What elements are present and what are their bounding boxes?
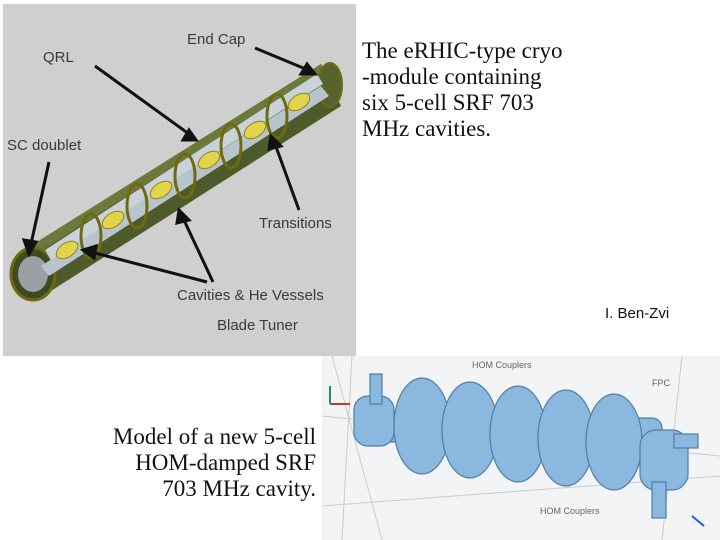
bottom-caption-line: HOM-damped SRF (135, 450, 316, 475)
he-vessel-rings (79, 92, 289, 260)
cavity-cells (55, 92, 311, 260)
callout-arrows (21, 46, 319, 284)
label-blade-tuner: Blade Tuner (217, 317, 298, 334)
cryomodule-figure: End Cap QRL SC doublet Transitions Cavit… (3, 4, 356, 356)
axis-triad (329, 386, 705, 527)
cryomodule-drawing: End Cap QRL SC doublet Transitions Cavit… (7, 31, 343, 334)
label-cavities: Cavities & He Vessels (177, 287, 324, 304)
bottom-caption: Model of a new 5-cell HOM-damped SRF 703… (16, 424, 316, 502)
label-fpc: FPC (652, 378, 671, 388)
cavity-drawing: HOM Couplers FPC HOM Couplers (322, 356, 720, 540)
cavity-figure: HOM Couplers FPC HOM Couplers (322, 356, 720, 540)
label-hom-top: HOM Couplers (472, 360, 532, 370)
top-caption: The eRHIC-type cryo -module containing s… (362, 38, 662, 142)
author-credit: I. Ben-Zvi (605, 305, 670, 322)
top-caption-line: -module containing (362, 64, 542, 89)
bottom-caption-line: Model of a new 5-cell (112, 424, 316, 449)
label-transitions: Transitions (259, 215, 332, 232)
top-caption-line: six 5-cell SRF 703 (362, 90, 534, 115)
top-caption-line: MHz cavities. (362, 116, 492, 141)
cavity-body (353, 373, 699, 519)
bottom-caption-line: 703 MHz cavity. (162, 476, 316, 501)
top-caption-line: The eRHIC-type cryo (362, 38, 563, 63)
label-hom-bottom: HOM Couplers (540, 506, 600, 516)
label-end-cap: End Cap (187, 31, 245, 48)
label-sc-doublet: SC doublet (7, 137, 82, 154)
label-qrl: QRL (43, 49, 74, 66)
